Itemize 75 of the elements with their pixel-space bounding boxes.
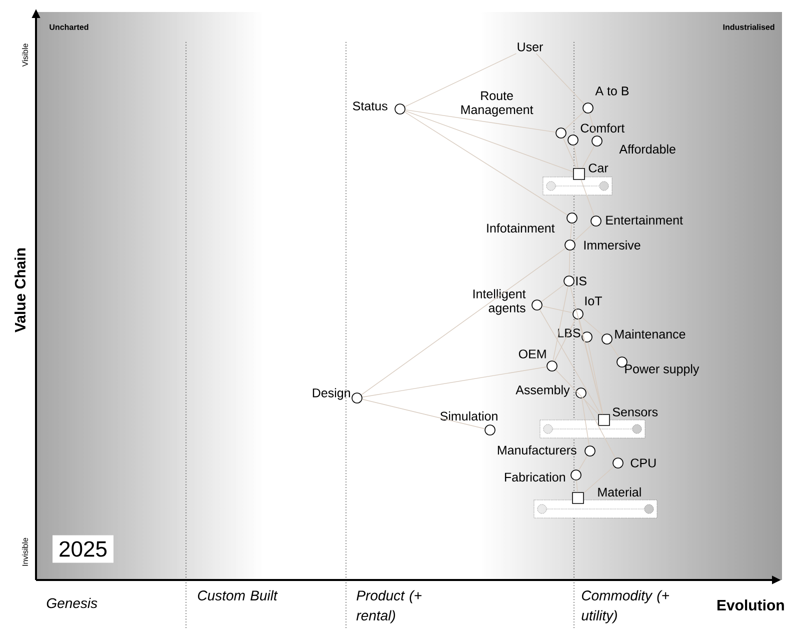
component-circle (394, 104, 406, 114)
component-label: A to B (595, 86, 629, 96)
stage-label: Commodity (+ utility) (582, 590, 669, 624)
component-circle (352, 392, 362, 404)
connector-line (581, 398, 590, 446)
axis-label: Uncharted (50, 24, 88, 30)
component-circle (592, 136, 602, 146)
connector-line (404, 53, 517, 108)
component-label: CPU (630, 458, 656, 468)
connector-line (404, 110, 574, 172)
connector-line (570, 223, 572, 240)
connector-line (405, 109, 556, 133)
connector-line (568, 250, 570, 276)
connector-line (578, 455, 588, 471)
component-label: LBS (558, 328, 580, 338)
connector-line (554, 318, 576, 362)
component-label: IS (576, 276, 586, 286)
connector-line (580, 180, 595, 216)
axis-label: Invisible (22, 538, 28, 566)
connector-line (540, 284, 566, 302)
connector-line (582, 145, 595, 168)
component-label: Affordable (619, 144, 676, 154)
component-label: Sensors (612, 408, 658, 416)
component-label: Route Management (461, 91, 534, 117)
component-square (573, 168, 585, 180)
component-label: Comfort (580, 123, 625, 133)
component-label: Intelligent agents (473, 289, 526, 315)
connector-line (574, 144, 578, 168)
stage-label: Custom Built (198, 590, 278, 600)
component-circle (568, 134, 578, 146)
component-label: Fabrication (505, 472, 565, 482)
component-square (572, 492, 584, 504)
component-label: Manufacturers (498, 445, 576, 455)
connector-line (562, 138, 577, 168)
component-label: Status (352, 102, 388, 110)
component-label: Design (312, 388, 350, 400)
connector-line (404, 112, 568, 216)
component-label: Immersive (584, 240, 640, 250)
connector-line (576, 480, 578, 492)
connector-line (362, 366, 548, 398)
connector-line (589, 112, 596, 136)
axis-label: Value Chain (14, 248, 26, 332)
component-label: Maintenance (615, 329, 686, 339)
component-label: Infotainment (487, 223, 555, 233)
connector-line (578, 318, 603, 414)
connector-line (584, 466, 614, 494)
component-label: Entertainment (606, 215, 683, 225)
connector-line (583, 397, 616, 459)
connector-line (610, 343, 620, 358)
component-label: IoT (585, 296, 602, 306)
stage-label: Product (+ rental) (356, 590, 422, 624)
connector-line (588, 342, 604, 414)
connector-line (361, 248, 566, 396)
component-label: Material (598, 487, 641, 497)
component-label: OEM (518, 350, 546, 358)
component-label: Power supply (625, 364, 700, 376)
connector-line (555, 370, 599, 414)
connector-line (536, 53, 585, 104)
axis-label: Visible (22, 44, 28, 67)
connector-line (552, 286, 568, 362)
connector-line (574, 224, 592, 242)
connector-line (582, 317, 604, 336)
component-label: Simulation (440, 411, 498, 421)
connector-line (542, 306, 574, 314)
axis-label: Genesis (46, 598, 98, 608)
connector-line (539, 309, 601, 414)
component-label: Car (588, 164, 608, 172)
connector-line (564, 111, 584, 130)
axis-label: Industrialised (723, 24, 774, 30)
component-label: Assembly (516, 385, 570, 397)
connector-line (362, 398, 486, 430)
year-label: 2025 (52, 535, 114, 563)
component-square (598, 414, 610, 426)
axis-label: Evolution (717, 599, 784, 610)
component-label: User (518, 42, 543, 52)
